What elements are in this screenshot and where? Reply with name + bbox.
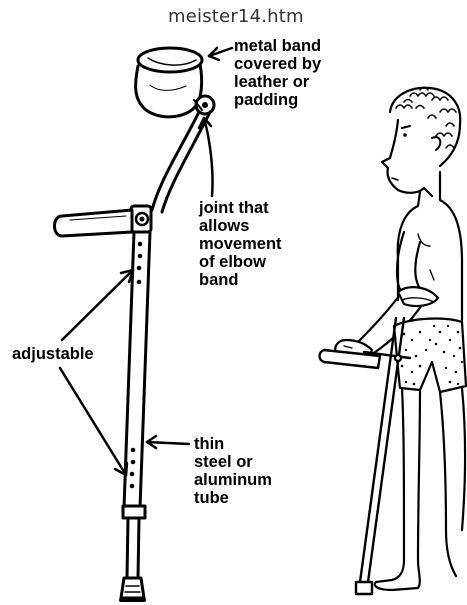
child-shorts	[394, 319, 466, 392]
arrow-adjustable-down	[60, 368, 127, 475]
elbow-joint	[131, 206, 151, 232]
rubber-tip	[121, 578, 144, 600]
arrow-adjustable-up	[62, 270, 133, 340]
label-tube: thin steel or aluminum tube	[194, 435, 272, 507]
child-legs	[375, 388, 465, 590]
child-crutch	[320, 318, 411, 594]
shaft-collar	[123, 506, 145, 518]
elbow-cuff	[136, 48, 202, 117]
child-head	[382, 88, 460, 197]
hand-grip	[55, 210, 133, 236]
label-adjustable: adjustable	[12, 345, 94, 363]
lower-tube	[127, 518, 139, 578]
label-metal-band: metal band covered by leather or padding	[234, 37, 321, 109]
arrow-tube	[147, 436, 189, 448]
arrow-band	[209, 48, 232, 60]
label-joint: joint that allows movement of elbow band	[199, 199, 282, 289]
upper-arm	[152, 112, 210, 212]
